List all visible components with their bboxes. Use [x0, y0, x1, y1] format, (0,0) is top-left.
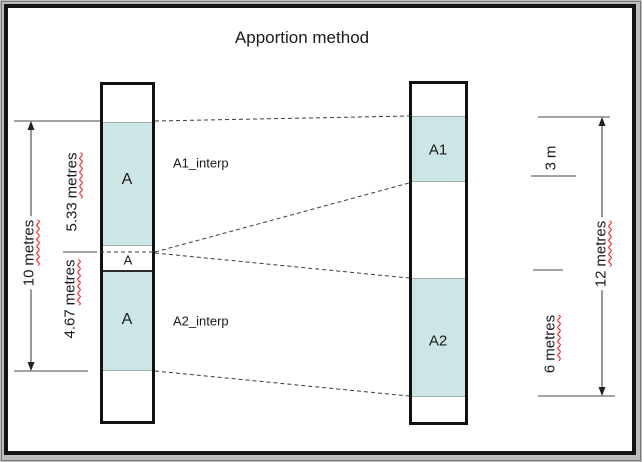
dim-value: 5.33: [63, 202, 81, 232]
zone-a-lower: [103, 270, 152, 371]
zone-label-a2: A2: [428, 332, 448, 350]
well-column-right: [409, 81, 468, 425]
diagram-frame: [4, 4, 636, 455]
dim-unit: m: [542, 145, 560, 159]
annotation-a2-interp: A2_interp: [173, 313, 229, 329]
dim-value: 3: [542, 162, 560, 171]
annotation-a1-interp: A1_interp: [173, 155, 229, 171]
zone-label-a-upper: A: [121, 171, 133, 188]
diagram-title: Apportion method: [234, 28, 370, 47]
dim-value: 4.67: [61, 309, 79, 339]
zone-a2: [412, 278, 465, 397]
dim-label-left-upper: 5.33 metres: [64, 152, 81, 231]
dim-label-left-total: 10 metres: [20, 216, 38, 290]
dim-unit: metres: [61, 259, 79, 306]
dim-value: 6: [541, 364, 559, 374]
well-column-left: [100, 82, 155, 424]
dim-label-left-lower: 4.67 metres: [62, 259, 79, 338]
dim-label-right-total: 12 metres: [592, 217, 610, 291]
zone-label-a-gap: A: [123, 252, 133, 268]
dim-unit: metres: [63, 152, 81, 199]
dim-unit: metres: [592, 220, 610, 267]
zone-label-a1: A1: [428, 141, 448, 159]
zone-label-a-lower: A: [121, 311, 133, 328]
dim-label-right-upper: 3m: [543, 146, 560, 171]
dim-unit: metres: [541, 314, 559, 361]
zone-a-upper: [103, 122, 152, 246]
dim-label-right-lower: 6 metres: [542, 315, 559, 373]
dim-value: 10: [20, 269, 38, 287]
zone-a1: [412, 116, 465, 182]
dim-unit: metres: [20, 219, 38, 266]
dim-value: 12: [592, 270, 610, 288]
